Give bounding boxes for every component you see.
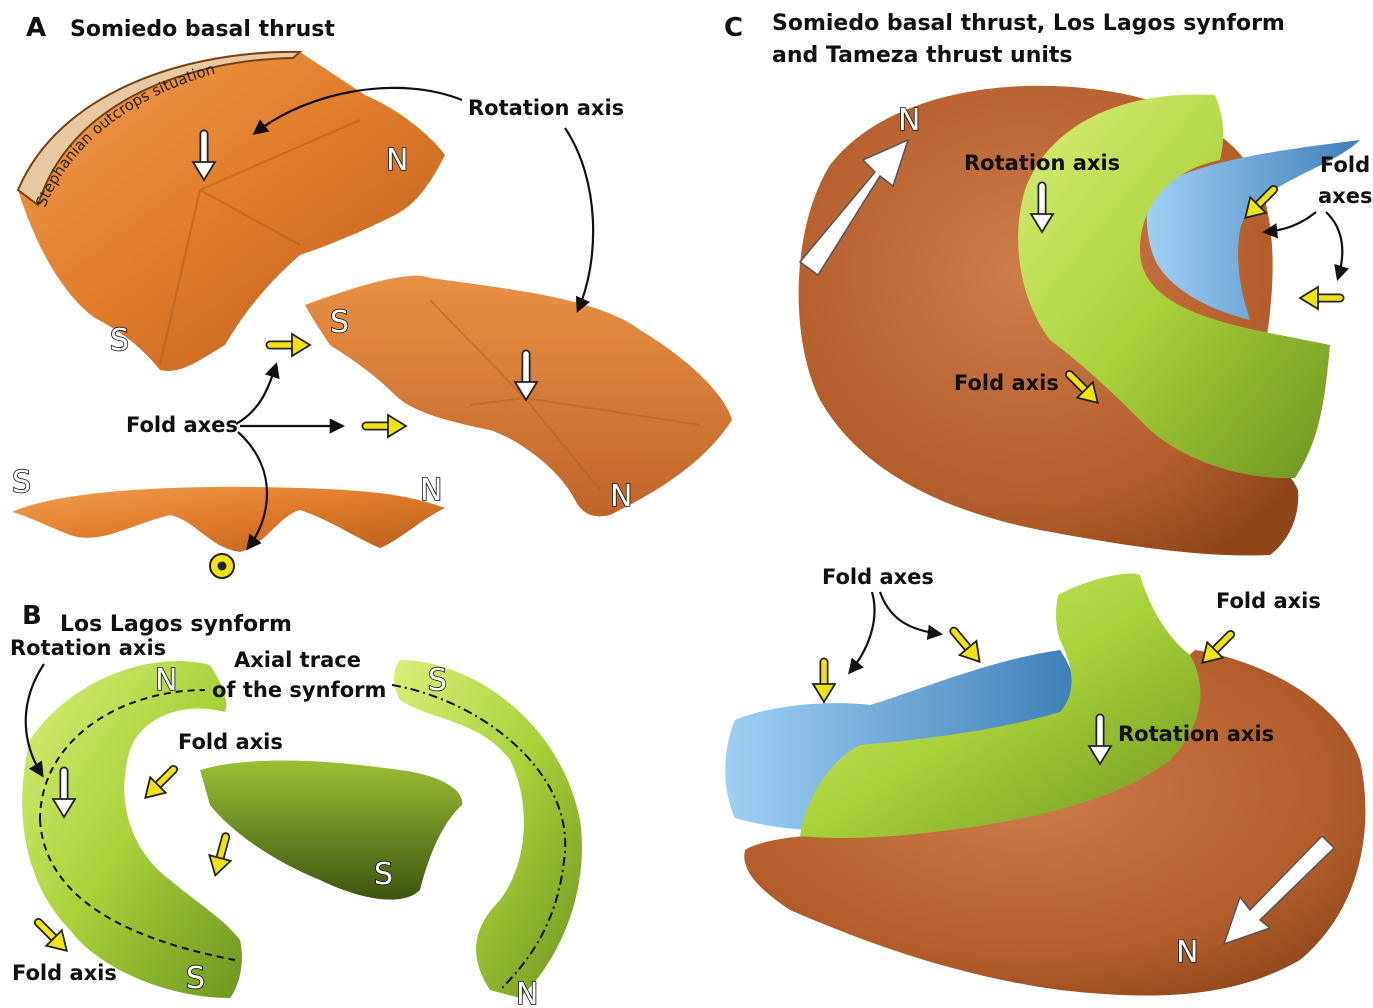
panel-b-letter: B xyxy=(22,601,42,631)
rotation-axis-label: Rotation axis xyxy=(10,636,166,660)
panel-a-title: Somiedo basal thrust xyxy=(70,17,335,42)
south-label: S xyxy=(12,465,31,500)
south-label: S xyxy=(330,305,349,340)
panel-c-letter: C xyxy=(724,13,743,43)
leader-line xyxy=(1265,212,1316,232)
fold-axes-label: Fold axes xyxy=(822,565,934,589)
north-label: N xyxy=(898,103,920,138)
somiedo-surface-lower xyxy=(12,487,445,552)
leader-line xyxy=(850,592,875,672)
north-label: N xyxy=(155,663,177,698)
axial-trace-label: Axial trace xyxy=(234,648,361,672)
panel-a: A Somiedo basal thrust Stephanian outcro… xyxy=(12,13,732,578)
panel-b: B Los Lagos synform N S S S N Rotation a… xyxy=(10,601,582,1008)
fold-axis-label: Fold axis xyxy=(12,961,117,985)
somiedo-surface-middle xyxy=(305,276,732,517)
fold-axes-label: Fold axes xyxy=(126,413,238,437)
fold-axis-dot-icon xyxy=(210,554,234,578)
leader-line xyxy=(565,128,593,310)
fold-axis-label: Fold axis xyxy=(178,730,283,754)
fold-axis-arrow-icon xyxy=(945,624,988,669)
fold-axes-label: Fold xyxy=(1320,153,1370,177)
fold-axis-arrow-icon xyxy=(813,662,835,702)
fold-axis-label: Fold axis xyxy=(1216,589,1321,613)
rotation-axis-label: Rotation axis xyxy=(964,151,1120,175)
rotation-axis-label: Rotation axis xyxy=(1118,722,1274,746)
south-label: S xyxy=(186,961,205,996)
fold-axis-arrow-icon xyxy=(1300,287,1340,309)
south-label: S xyxy=(374,857,393,892)
leader-line xyxy=(236,365,276,424)
leader-line xyxy=(1326,212,1342,278)
fold-axis-arrow-icon xyxy=(205,834,237,878)
panel-c-title-line2: and Tameza thrust units xyxy=(772,43,1073,68)
panel-c-title-line1: Somiedo basal thrust, Los Lagos synform xyxy=(772,11,1285,36)
panel-b-title: Los Lagos synform xyxy=(60,612,292,637)
axial-trace-label: of the synform xyxy=(212,678,386,702)
fold-axis-arrow-icon xyxy=(366,415,406,437)
leader-line xyxy=(880,592,940,634)
north-label: N xyxy=(610,479,632,514)
fold-axis-arrow-icon xyxy=(137,762,181,806)
north-label: N xyxy=(420,473,442,508)
north-label: N xyxy=(516,977,538,1008)
los-lagos-synform-middle xyxy=(200,761,462,900)
fold-axes-label: axes xyxy=(1318,184,1372,208)
south-label: S xyxy=(428,663,447,698)
rotation-axis-label: Rotation axis xyxy=(468,96,624,120)
panel-a-letter: A xyxy=(26,13,46,43)
panel-c: C Somiedo basal thrust, Los Lagos synfor… xyxy=(724,11,1372,996)
south-label: S xyxy=(110,323,129,358)
north-label: N xyxy=(1176,935,1198,970)
north-label: N xyxy=(386,143,408,178)
fold-axis-arrow-icon xyxy=(270,334,310,356)
fold-axis-label: Fold axis xyxy=(954,371,1059,395)
